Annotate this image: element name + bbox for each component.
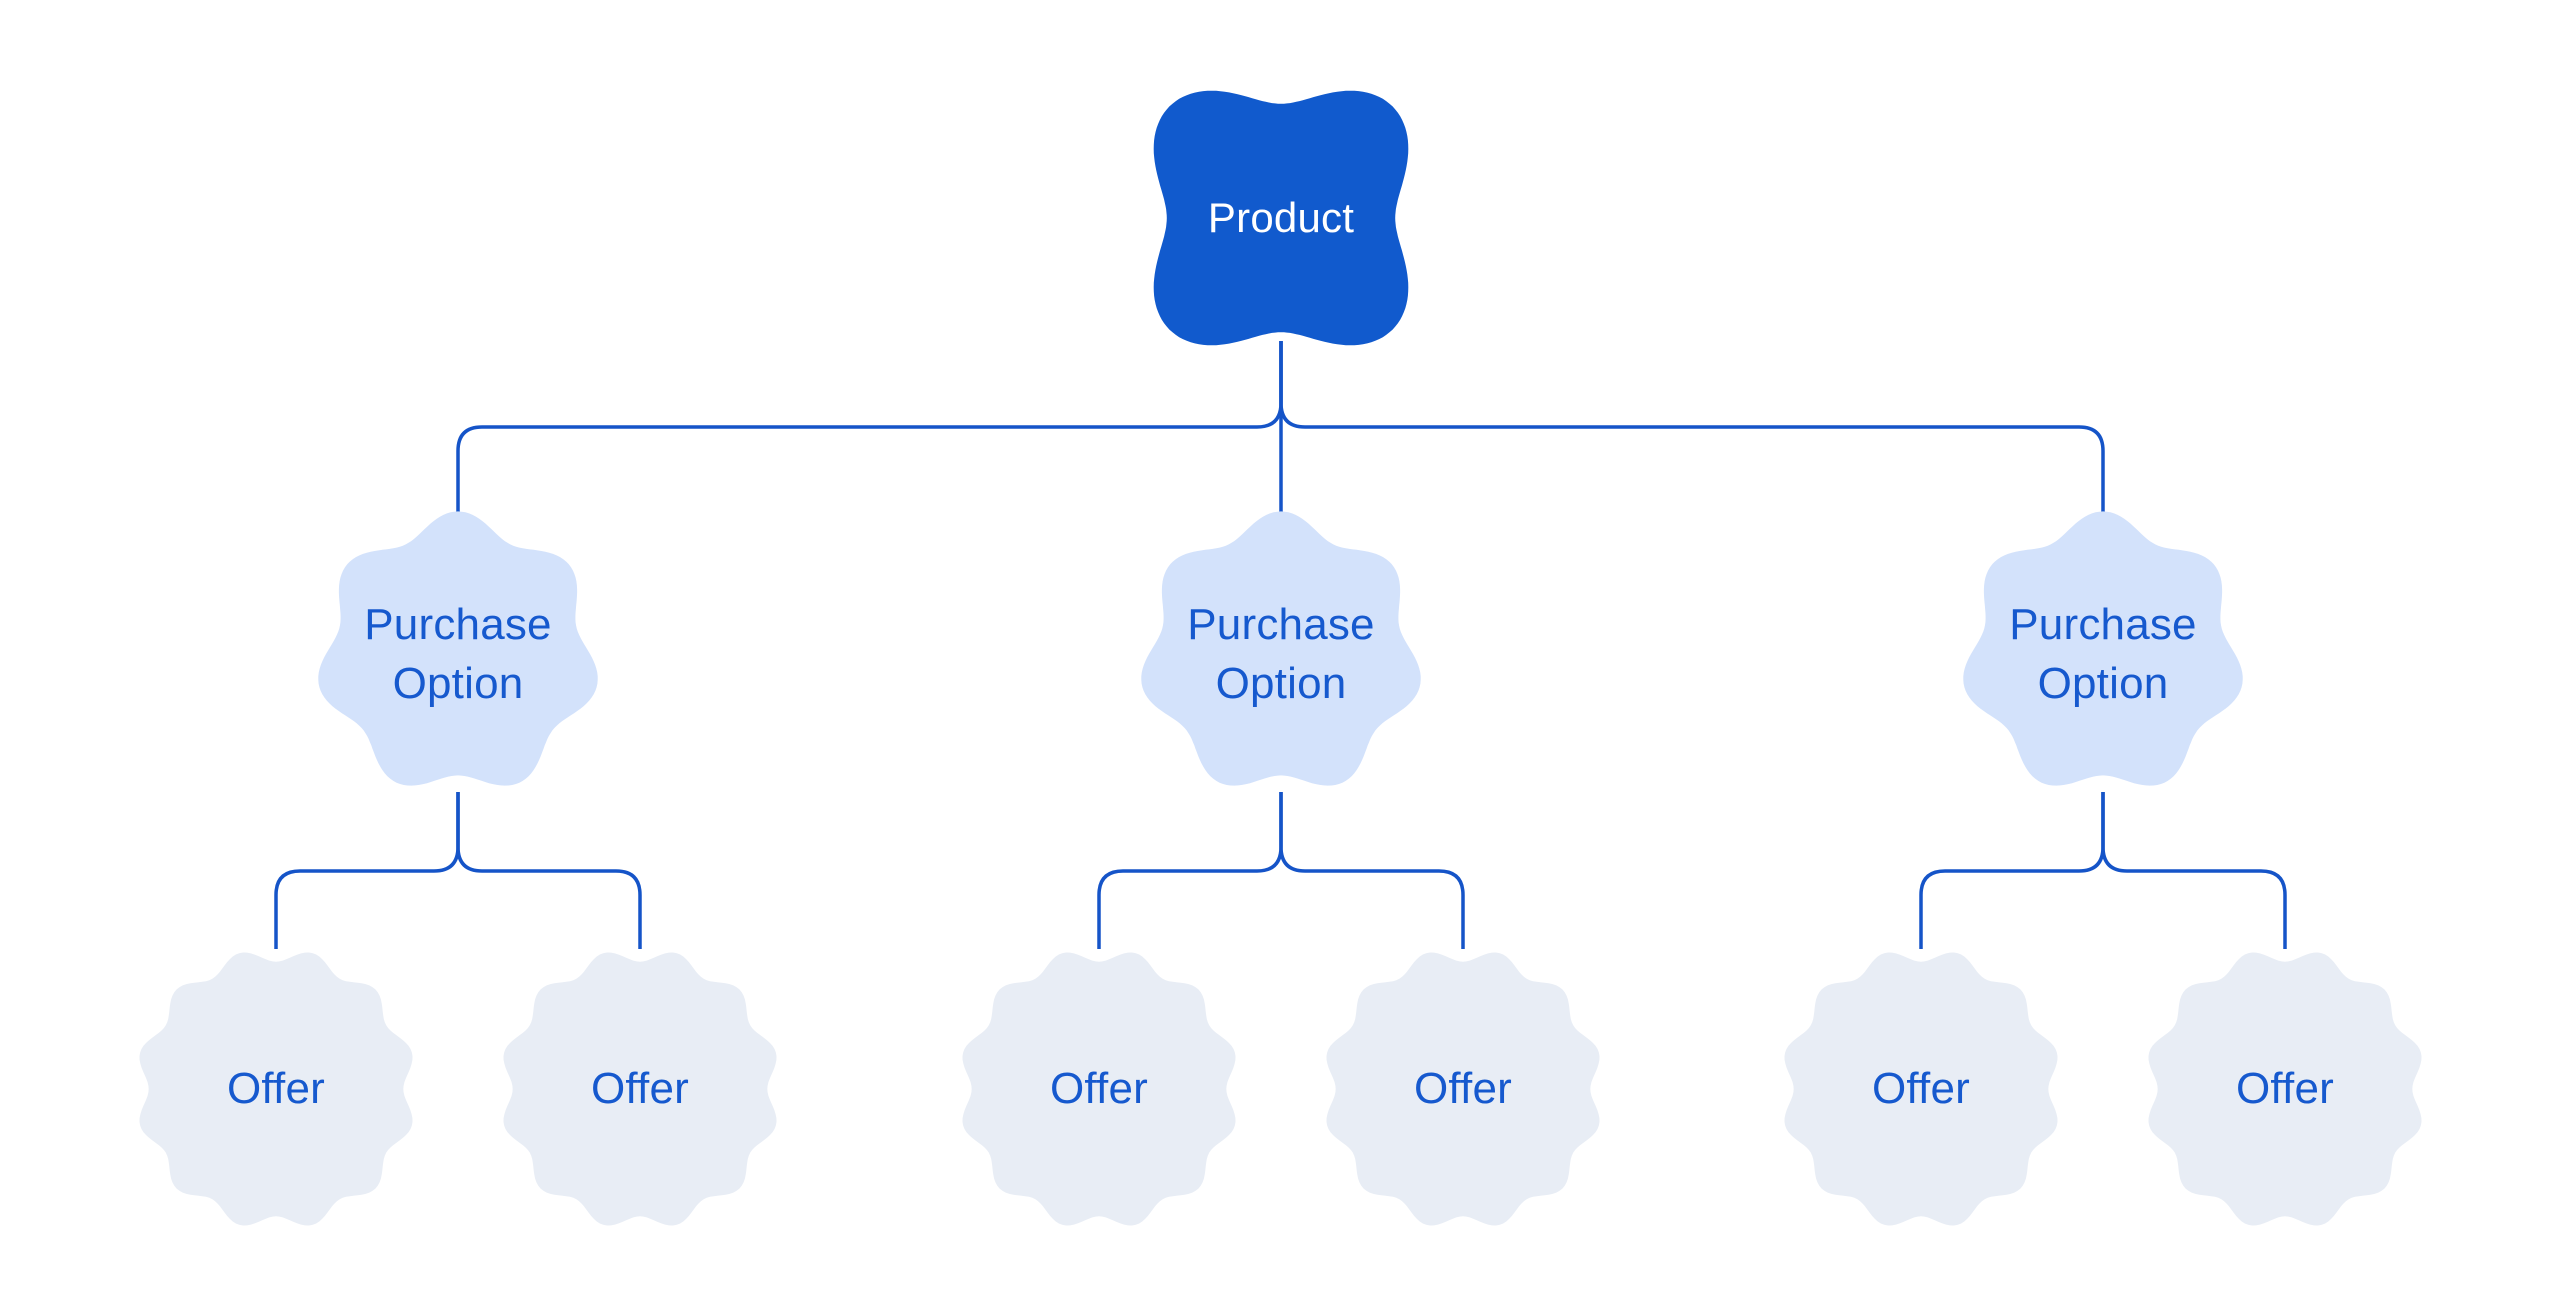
offer-blob-shape	[962, 952, 1236, 1226]
offer-blob-shape	[2148, 952, 2422, 1226]
product-label: Product	[1121, 58, 1441, 378]
purchase-option-blob-shape	[1963, 511, 2243, 786]
connector-path	[1919, 792, 2105, 949]
offer-label-text: Offer	[226, 1064, 325, 1114]
offer-label: Offer	[939, 929, 1259, 1249]
offer-node-1b: Offer	[480, 929, 800, 1249]
purchase-option-node-3: Purchase Option	[1943, 494, 2263, 814]
purchase-option-label: Purchase Option	[1943, 494, 2263, 814]
offer-label: Offer	[1761, 929, 2081, 1249]
purchase-option-label-text: Purchase Option	[2009, 599, 2197, 708]
offer-node-2b: Offer	[1303, 929, 1623, 1249]
offer-node-1a: Offer	[116, 929, 436, 1249]
connector-path	[274, 792, 460, 949]
offer-label: Offer	[480, 929, 800, 1249]
product-blob-shape	[1153, 90, 1409, 346]
purchase-option-label: Purchase Option	[298, 494, 618, 814]
purchase-option-blob-shape	[1141, 511, 1421, 786]
offer-label-text: Offer	[1413, 1064, 1512, 1114]
offer-label: Offer	[1303, 929, 1623, 1249]
offer-label-text: Offer	[1049, 1064, 1148, 1114]
connector-path	[2101, 792, 2287, 949]
offer-blob-shape	[139, 952, 413, 1226]
offer-label-text: Offer	[590, 1064, 689, 1114]
offer-label-text: Offer	[2235, 1064, 2334, 1114]
offer-node-2a: Offer	[939, 929, 1259, 1249]
purchase-option-node-1: Purchase Option	[298, 494, 618, 814]
offer-blob-shape	[1326, 952, 1600, 1226]
product-node: Product	[1121, 58, 1441, 378]
offer-label: Offer	[116, 929, 436, 1249]
purchase-option-label-text: Purchase Option	[1187, 599, 1375, 708]
offer-blob-shape	[503, 952, 777, 1226]
purchase-option-node-2: Purchase Option	[1121, 494, 1441, 814]
offer-label: Offer	[2125, 929, 2445, 1249]
purchase-option-blob-shape	[318, 511, 598, 786]
offer-blob-shape	[1784, 952, 2058, 1226]
connector-path	[1097, 792, 1283, 949]
product-label-text: Product	[1207, 193, 1355, 241]
offer-node-3a: Offer	[1761, 929, 2081, 1249]
connector-path	[456, 792, 642, 949]
purchase-option-label-text: Purchase Option	[364, 599, 552, 708]
offer-node-3b: Offer	[2125, 929, 2445, 1249]
offer-label-text: Offer	[1871, 1064, 1970, 1114]
connector-path	[1279, 792, 1465, 949]
purchase-option-label: Purchase Option	[1121, 494, 1441, 814]
